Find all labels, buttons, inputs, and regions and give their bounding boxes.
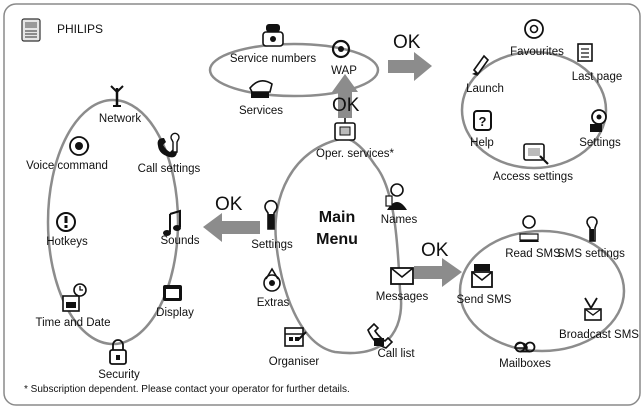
brand-label: PHILIPS [57,22,103,36]
favourites-icon[interactable] [524,19,544,39]
main-menu-title-line1: Main [319,209,355,226]
hotkeys-icon[interactable] [56,212,76,232]
footnote: * Subscription dependent. Please contact… [24,384,350,395]
ok-label-wap: OK [393,32,421,53]
extras-label[interactable]: Extras [257,297,290,309]
time-and-date-label[interactable]: Time and Date [36,317,111,329]
launch-label[interactable]: Launch [466,83,504,95]
outer-frame [3,3,641,406]
messages-loop [458,229,626,353]
names-label[interactable]: Names [381,214,418,226]
call-list-icon[interactable] [367,322,394,349]
sms-settings-icon[interactable] [586,216,598,242]
svg-text:?: ? [479,114,487,129]
help-icon[interactable]: ? [473,110,492,131]
main-menu-title-line2: Menu [316,231,358,248]
voice-command-label[interactable]: Voice command [26,160,108,172]
send-sms-label[interactable]: Send SMS [457,294,512,306]
wap-settings-label[interactable]: Settings [579,137,621,149]
read-sms-label[interactable]: Read SMS [505,248,561,260]
call-settings-icon[interactable] [157,132,180,158]
display-label[interactable]: Display [156,307,194,319]
organiser-icon[interactable] [284,327,307,347]
main-menu-loop [274,136,403,355]
organiser-label[interactable]: Organiser [269,356,320,368]
launch-rocket-icon[interactable] [472,54,490,76]
oper-services-loop [208,42,380,98]
messages-label[interactable]: Messages [376,291,429,303]
settings-label[interactable]: Settings [251,239,293,251]
voice-command-icon[interactable] [69,136,90,156]
ok-arrow-right-wap [388,52,432,81]
sounds-note-icon[interactable] [163,209,181,236]
ok-arrow-right-messages [414,258,462,287]
display-icon[interactable] [163,285,182,301]
messages-icon[interactable] [390,267,414,285]
favourites-label[interactable]: Favourites [510,46,564,58]
oper-services-label[interactable]: Oper. services* [316,148,394,160]
last-page-label[interactable]: Last page [572,71,623,83]
broadcast-sms-icon[interactable] [584,297,602,321]
mailboxes-icon[interactable] [514,341,536,353]
access-settings-label[interactable]: Access settings [493,171,573,183]
services-label[interactable]: Services [239,105,283,117]
ok-arrow-up [332,74,358,118]
ok-label-main-up: OK [332,95,360,116]
network-label[interactable]: Network [99,113,141,125]
ok-label-settings: OK [215,194,243,215]
network-antenna-icon[interactable] [110,85,124,107]
call-settings-label[interactable]: Call settings [138,163,201,175]
security-label[interactable]: Security [98,369,140,381]
settings-wrench-icon[interactable] [264,199,278,230]
sms-settings-label[interactable]: SMS settings [557,248,625,260]
wap-settings-icon[interactable] [590,109,607,132]
broadcast-sms-label[interactable]: Broadcast SMS [559,329,639,341]
time-and-date-icon[interactable] [62,283,87,312]
wap-loop [460,50,608,170]
wap-icon[interactable] [331,39,351,59]
last-page-icon[interactable] [577,43,593,62]
names-icon[interactable] [385,183,407,210]
wap-label[interactable]: WAP [331,65,357,77]
read-sms-icon[interactable] [519,215,539,242]
ok-label-messages: OK [421,240,449,261]
ok-arrow-left [203,213,260,242]
services-icon[interactable] [249,80,273,98]
hotkeys-label[interactable]: Hotkeys [46,236,88,248]
service-numbers-label[interactable]: Service numbers [230,53,317,65]
oper-services-icon[interactable] [334,118,356,141]
mailboxes-label[interactable]: Mailboxes [499,358,551,370]
access-settings-icon[interactable] [523,143,549,165]
sounds-label[interactable]: Sounds [160,235,199,247]
send-sms-icon[interactable] [471,264,493,288]
call-list-label[interactable]: Call list [377,348,415,360]
help-label[interactable]: Help [470,137,494,149]
security-lock-icon[interactable] [109,339,127,365]
philips-logo-icon [21,18,41,42]
extras-icon[interactable] [263,267,281,292]
service-numbers-icon[interactable] [262,24,284,47]
